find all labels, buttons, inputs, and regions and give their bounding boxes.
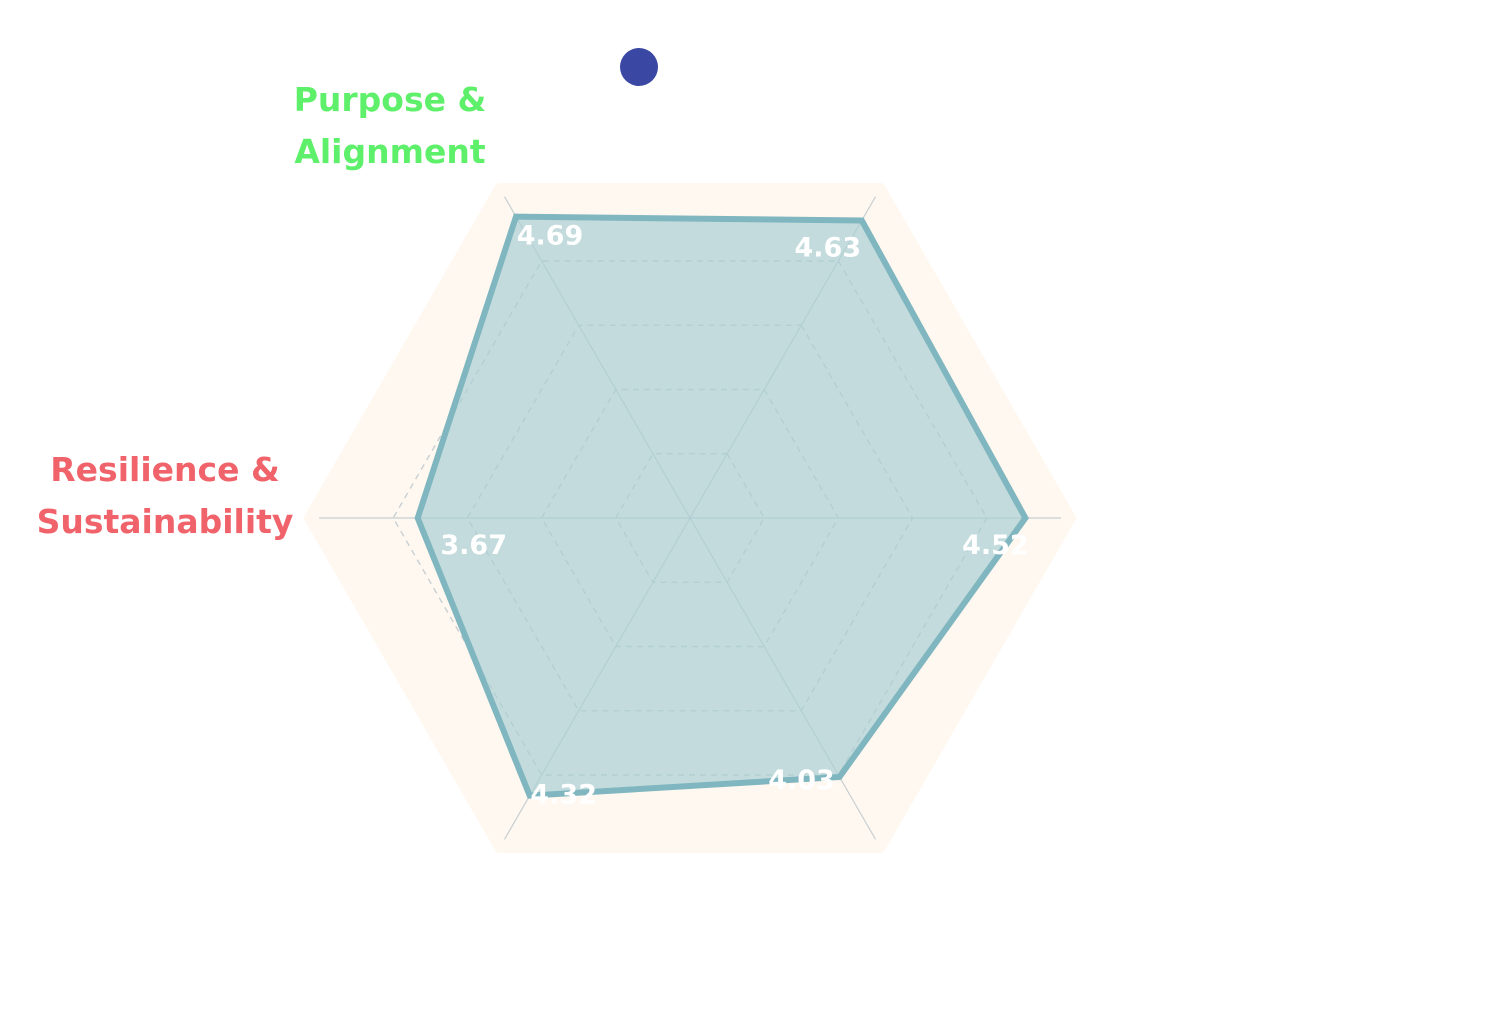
value-label-1: 4.52 xyxy=(962,530,1029,561)
axis-label-purpose-line-2: Alignment xyxy=(294,132,486,171)
value-label-3: 4.32 xyxy=(530,780,597,811)
value-label-4: 3.67 xyxy=(440,530,507,561)
value-label-2: 4.03 xyxy=(768,765,835,796)
legend-marker xyxy=(620,48,658,86)
axis-label-purpose-alignment: Purpose & Alignment xyxy=(240,74,540,178)
axis-label-purpose-line-1: Purpose & xyxy=(293,80,487,119)
axis-label-resilience-sustainability: Resilience & Sustainability xyxy=(15,444,315,548)
value-label-5: 4.69 xyxy=(517,221,584,252)
series-area-0 xyxy=(414,213,1029,799)
axis-label-resilience-line-1: Resilience & xyxy=(50,450,280,489)
axis-label-resilience-line-2: Sustainability xyxy=(36,502,294,541)
value-label-0: 4.63 xyxy=(794,233,861,264)
